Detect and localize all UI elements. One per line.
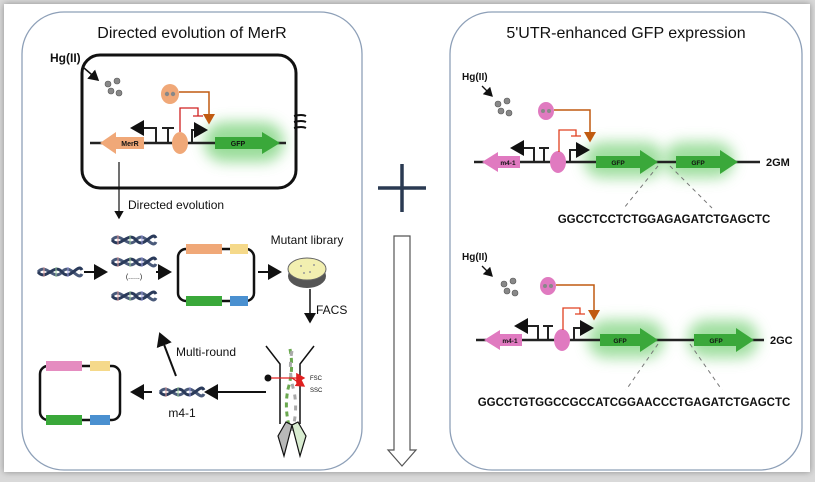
- operator-icon: [543, 325, 553, 340]
- construct-2gm: Hg(II) m4-1 GFP GFP 2GM GGCCTCCTCTGGAGAG…: [462, 72, 790, 226]
- directed-evolution-label: Directed evolution: [128, 198, 224, 212]
- construct-name: 2GM: [766, 157, 790, 169]
- pili-icon: [293, 114, 307, 129]
- mutant-library-label: Mutant library: [271, 233, 344, 247]
- operator-icon: [162, 127, 174, 143]
- repression-line: [179, 107, 203, 132]
- construct-name: 2GC: [770, 335, 793, 347]
- ssc-label: SSC: [310, 388, 323, 394]
- gfp-gene-arrow-1: [600, 328, 658, 352]
- m4-1-gene-arrow: [484, 330, 522, 350]
- plus-symbol-icon: [378, 164, 426, 212]
- forward-promoter-icon: [191, 122, 208, 143]
- m4-1-label: m4-1: [502, 338, 518, 345]
- multi-round-arrow: [156, 332, 177, 377]
- forward-promoter-icon: [573, 320, 594, 340]
- linker-sequence: GGCCTCCTCTGGAGAGATCTGAGCTC: [558, 214, 771, 226]
- down-arrow-icon: [386, 235, 418, 467]
- left-panel-title: Directed evolution of MerR: [97, 25, 286, 42]
- gfp-gene-arrow-1: [596, 150, 658, 174]
- final-plasmid-gfp-segment: [46, 415, 82, 425]
- hg-label: Hg(II): [462, 252, 488, 263]
- left-panel-border: [21, 11, 363, 471]
- activation-arrow: [556, 284, 600, 321]
- gfp-label: GFP: [611, 160, 625, 167]
- fsc-label: FSC: [310, 376, 323, 382]
- merr-hg-complex: [161, 84, 179, 104]
- plasmid-yellow-segment: [230, 244, 248, 254]
- plasmid-blue-segment: [230, 296, 248, 306]
- merr-gene-arrow: [100, 132, 144, 154]
- activation-arrow: [179, 91, 215, 125]
- merr-dimer-bound: [172, 132, 188, 154]
- reverse-promoter-icon: [514, 318, 539, 340]
- repression-line: [558, 129, 581, 152]
- right-panel: 5'UTR-enhanced GFP expression Hg(II) m4-…: [449, 11, 803, 471]
- gfp-label: GFP: [709, 338, 723, 345]
- final-plasmid-m4-1-segment: [46, 361, 82, 371]
- gfp-gene-arrow-2: [676, 150, 738, 174]
- m4-1-hg-complex: [538, 102, 554, 120]
- left-panel: Directed evolution of MerR Hg(II) MerR G…: [21, 11, 363, 471]
- hg-label: Hg(II): [50, 51, 81, 65]
- figure-canvas: Directed evolution of MerR Hg(II) MerR G…: [4, 4, 810, 472]
- repression-line: [562, 307, 585, 330]
- construct-2gc: Hg(II) m4-1 GFP GFP 2GC GGCCTGTGGCCGCCAT…: [462, 252, 793, 409]
- m4-1-label: m4-1: [168, 406, 196, 420]
- right-panel-title: 5'UTR-enhanced GFP expression: [506, 25, 745, 42]
- hg-entry-arrow: [83, 67, 100, 81]
- gfp-label: GFP: [613, 338, 627, 345]
- merr-label: MerR: [121, 141, 139, 148]
- reverse-promoter-icon: [510, 140, 535, 162]
- linker-zoom-lines: [623, 165, 713, 209]
- m4-1-gene-arrow: [482, 152, 520, 172]
- linker-zoom-lines: [625, 343, 723, 391]
- gfp-label: GFP: [231, 141, 246, 148]
- center-connector: [378, 164, 426, 467]
- reverse-promoter-icon: [130, 120, 157, 143]
- operator-icon: [539, 147, 549, 162]
- library-ellipsis: (......): [126, 274, 142, 281]
- gfp-label: GFP: [691, 160, 705, 167]
- plasmid-gfp-segment: [186, 296, 222, 306]
- facs-label: FACS: [316, 303, 347, 317]
- m4-1-dimer-bound: [550, 151, 566, 173]
- plasmid-merr-segment: [186, 244, 222, 254]
- m4-1-label: m4-1: [500, 160, 516, 167]
- forward-promoter-icon: [569, 142, 590, 162]
- flow-cytometer-icon: [264, 345, 315, 459]
- m4-1-dimer-bound: [554, 329, 570, 351]
- hg-label: Hg(II): [462, 72, 488, 83]
- gfp-gene-arrow: [215, 132, 280, 154]
- multi-round-label: Multi-round: [176, 345, 236, 359]
- m4-1-hg-complex: [540, 277, 556, 295]
- gfp-gene-arrow-2: [694, 328, 754, 352]
- linker-sequence: GGCCTGTGGCCGCCATCGGAACCCTGAGATCTGAGCTC: [478, 397, 791, 409]
- activation-arrow: [554, 109, 596, 143]
